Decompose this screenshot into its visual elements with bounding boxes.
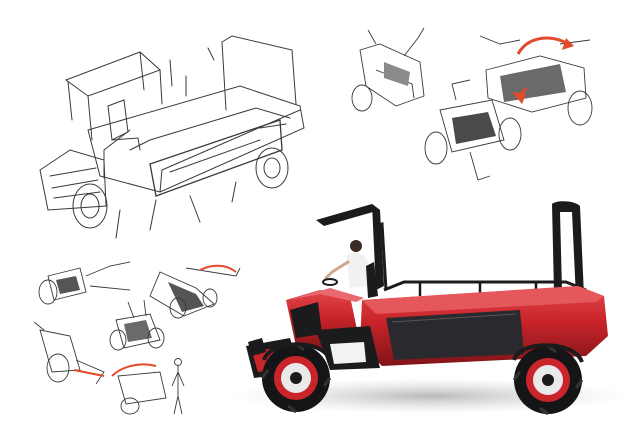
engine-sketch-upper: [351, 27, 425, 112]
main-line-sketch: [39, 35, 305, 239]
orange-arrow: [512, 36, 574, 104]
rendered-vehicle: [230, 201, 630, 416]
tractor-sketch-a: [38, 261, 131, 305]
tractor-sketch-c: [109, 299, 165, 351]
tractor-sketch-b: [149, 264, 241, 319]
rear-wheel: [512, 344, 584, 416]
tiller-sketch-center: [424, 79, 522, 181]
tractor-sketch-d: [33, 321, 105, 385]
front-wheel: [260, 342, 332, 414]
tractor-sketch-e: [111, 358, 185, 415]
engine-sketch-right: [479, 35, 593, 126]
